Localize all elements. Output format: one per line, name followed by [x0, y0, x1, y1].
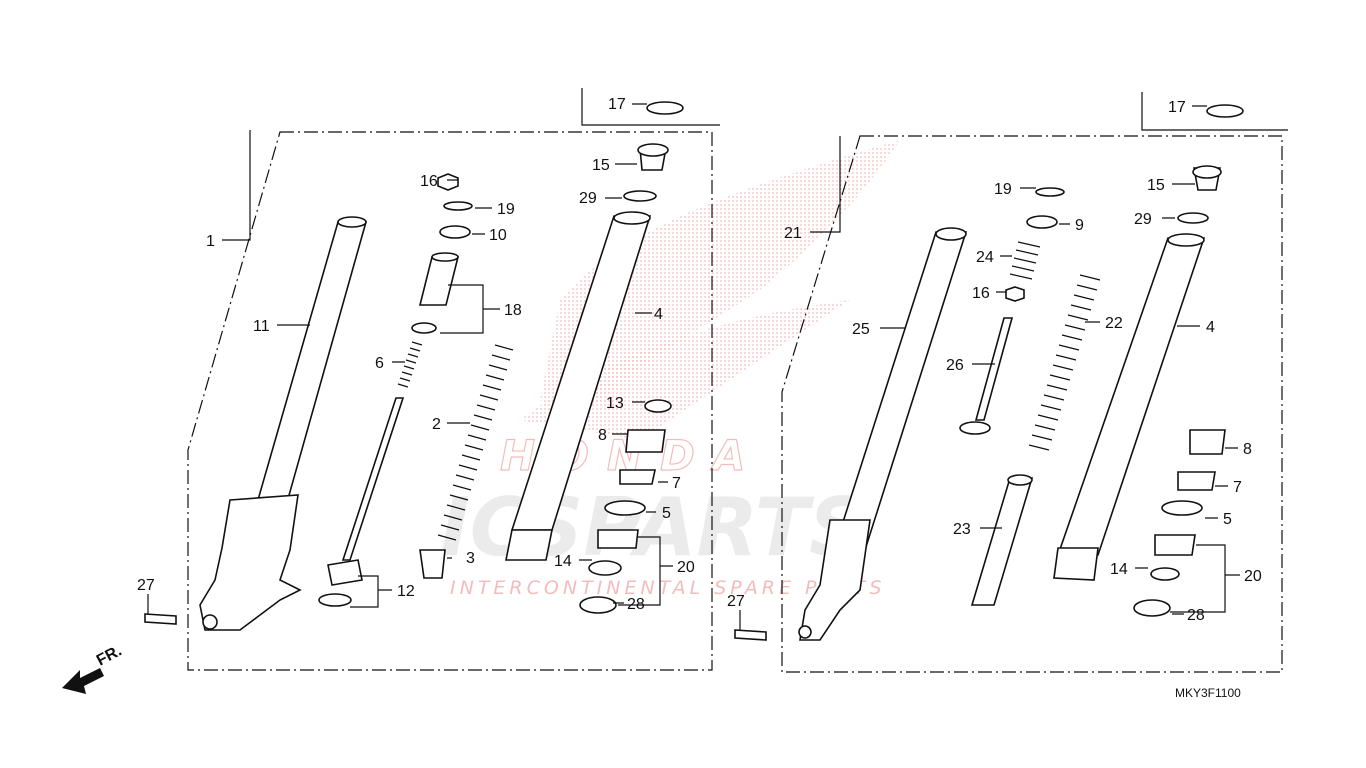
label-4-r: 4: [1206, 319, 1215, 336]
label-15: 15: [592, 157, 610, 174]
left-labels: 17 16 19 10 1 11 18 6 2 13 8 7 5 3 12 14…: [137, 96, 695, 613]
label-27-r: 27: [727, 593, 745, 610]
label-12: 12: [397, 583, 415, 600]
spring-6: [397, 341, 423, 388]
label-2: 2: [432, 416, 441, 433]
label-19: 19: [497, 201, 515, 218]
left-assembly: [144, 88, 720, 671]
label-8: 8: [598, 427, 607, 444]
spring-2: [437, 344, 514, 541]
label-17: 17: [608, 96, 626, 113]
watermark-brand: ICSPARTS: [440, 481, 867, 574]
label-8-r: 8: [1243, 441, 1252, 458]
label-7: 7: [672, 475, 681, 492]
label-15-r: 15: [1147, 177, 1165, 194]
label-14: 14: [554, 553, 572, 570]
label-19-r: 19: [994, 181, 1012, 198]
label-16-r: 16: [972, 285, 990, 302]
diagram-code: MKY3F1100: [1175, 686, 1241, 700]
label-20-r: 20: [1244, 568, 1262, 585]
label-28-r: 28: [1187, 607, 1205, 624]
label-27: 27: [137, 577, 155, 594]
label-17-r: 17: [1168, 99, 1186, 116]
label-7-r: 7: [1233, 479, 1242, 496]
leader-lines: [147, 103, 1240, 630]
label-23-r: 23: [953, 521, 971, 538]
label-5-r: 5: [1223, 511, 1232, 528]
label-13: 13: [606, 395, 624, 412]
label-29-r: 29: [1134, 211, 1152, 228]
label-29: 29: [579, 190, 597, 207]
label-11: 11: [253, 318, 270, 335]
label-4: 4: [654, 306, 663, 323]
outer-tube-11: [243, 221, 368, 546]
watermark-tagline: INTERCONTINENTAL SPARE PARTS: [450, 577, 885, 599]
label-18: 18: [504, 302, 522, 319]
label-28: 28: [627, 596, 645, 613]
watermark: HONDA ICSPARTS INTERCONTINENTAL SPARE PA…: [440, 140, 900, 599]
axle-holder: [199, 494, 302, 631]
label-14-r: 14: [1110, 561, 1128, 578]
label-3: 3: [466, 550, 475, 567]
right-assembly: [734, 92, 1288, 673]
label-26-r: 26: [946, 357, 964, 374]
label-6: 6: [375, 355, 384, 372]
wing-logo-lower: [520, 300, 850, 440]
label-24-r: 24: [976, 249, 994, 266]
label-22-r: 22: [1105, 315, 1123, 332]
label-21-r: 21: [784, 225, 802, 242]
label-9-r: 9: [1075, 217, 1084, 234]
wing-logo: [540, 140, 900, 420]
arrow-left-icon: [62, 668, 104, 694]
label-25-r: 25: [852, 321, 870, 338]
direction-label: FR.: [94, 642, 125, 669]
damper-rod: [341, 397, 405, 561]
right-labels: 17 15 29 19 9 21 24 16 25 22 4 26 8 7 5 …: [727, 99, 1262, 624]
label-10: 10: [489, 227, 507, 244]
label-1: 1: [206, 233, 215, 250]
label-16: 16: [420, 173, 438, 190]
front-direction-indicator: FR.: [62, 642, 125, 694]
label-5: 5: [662, 505, 671, 522]
outer-tube-25: [832, 231, 968, 551]
spacer-18: [418, 256, 460, 306]
label-20: 20: [677, 559, 695, 576]
